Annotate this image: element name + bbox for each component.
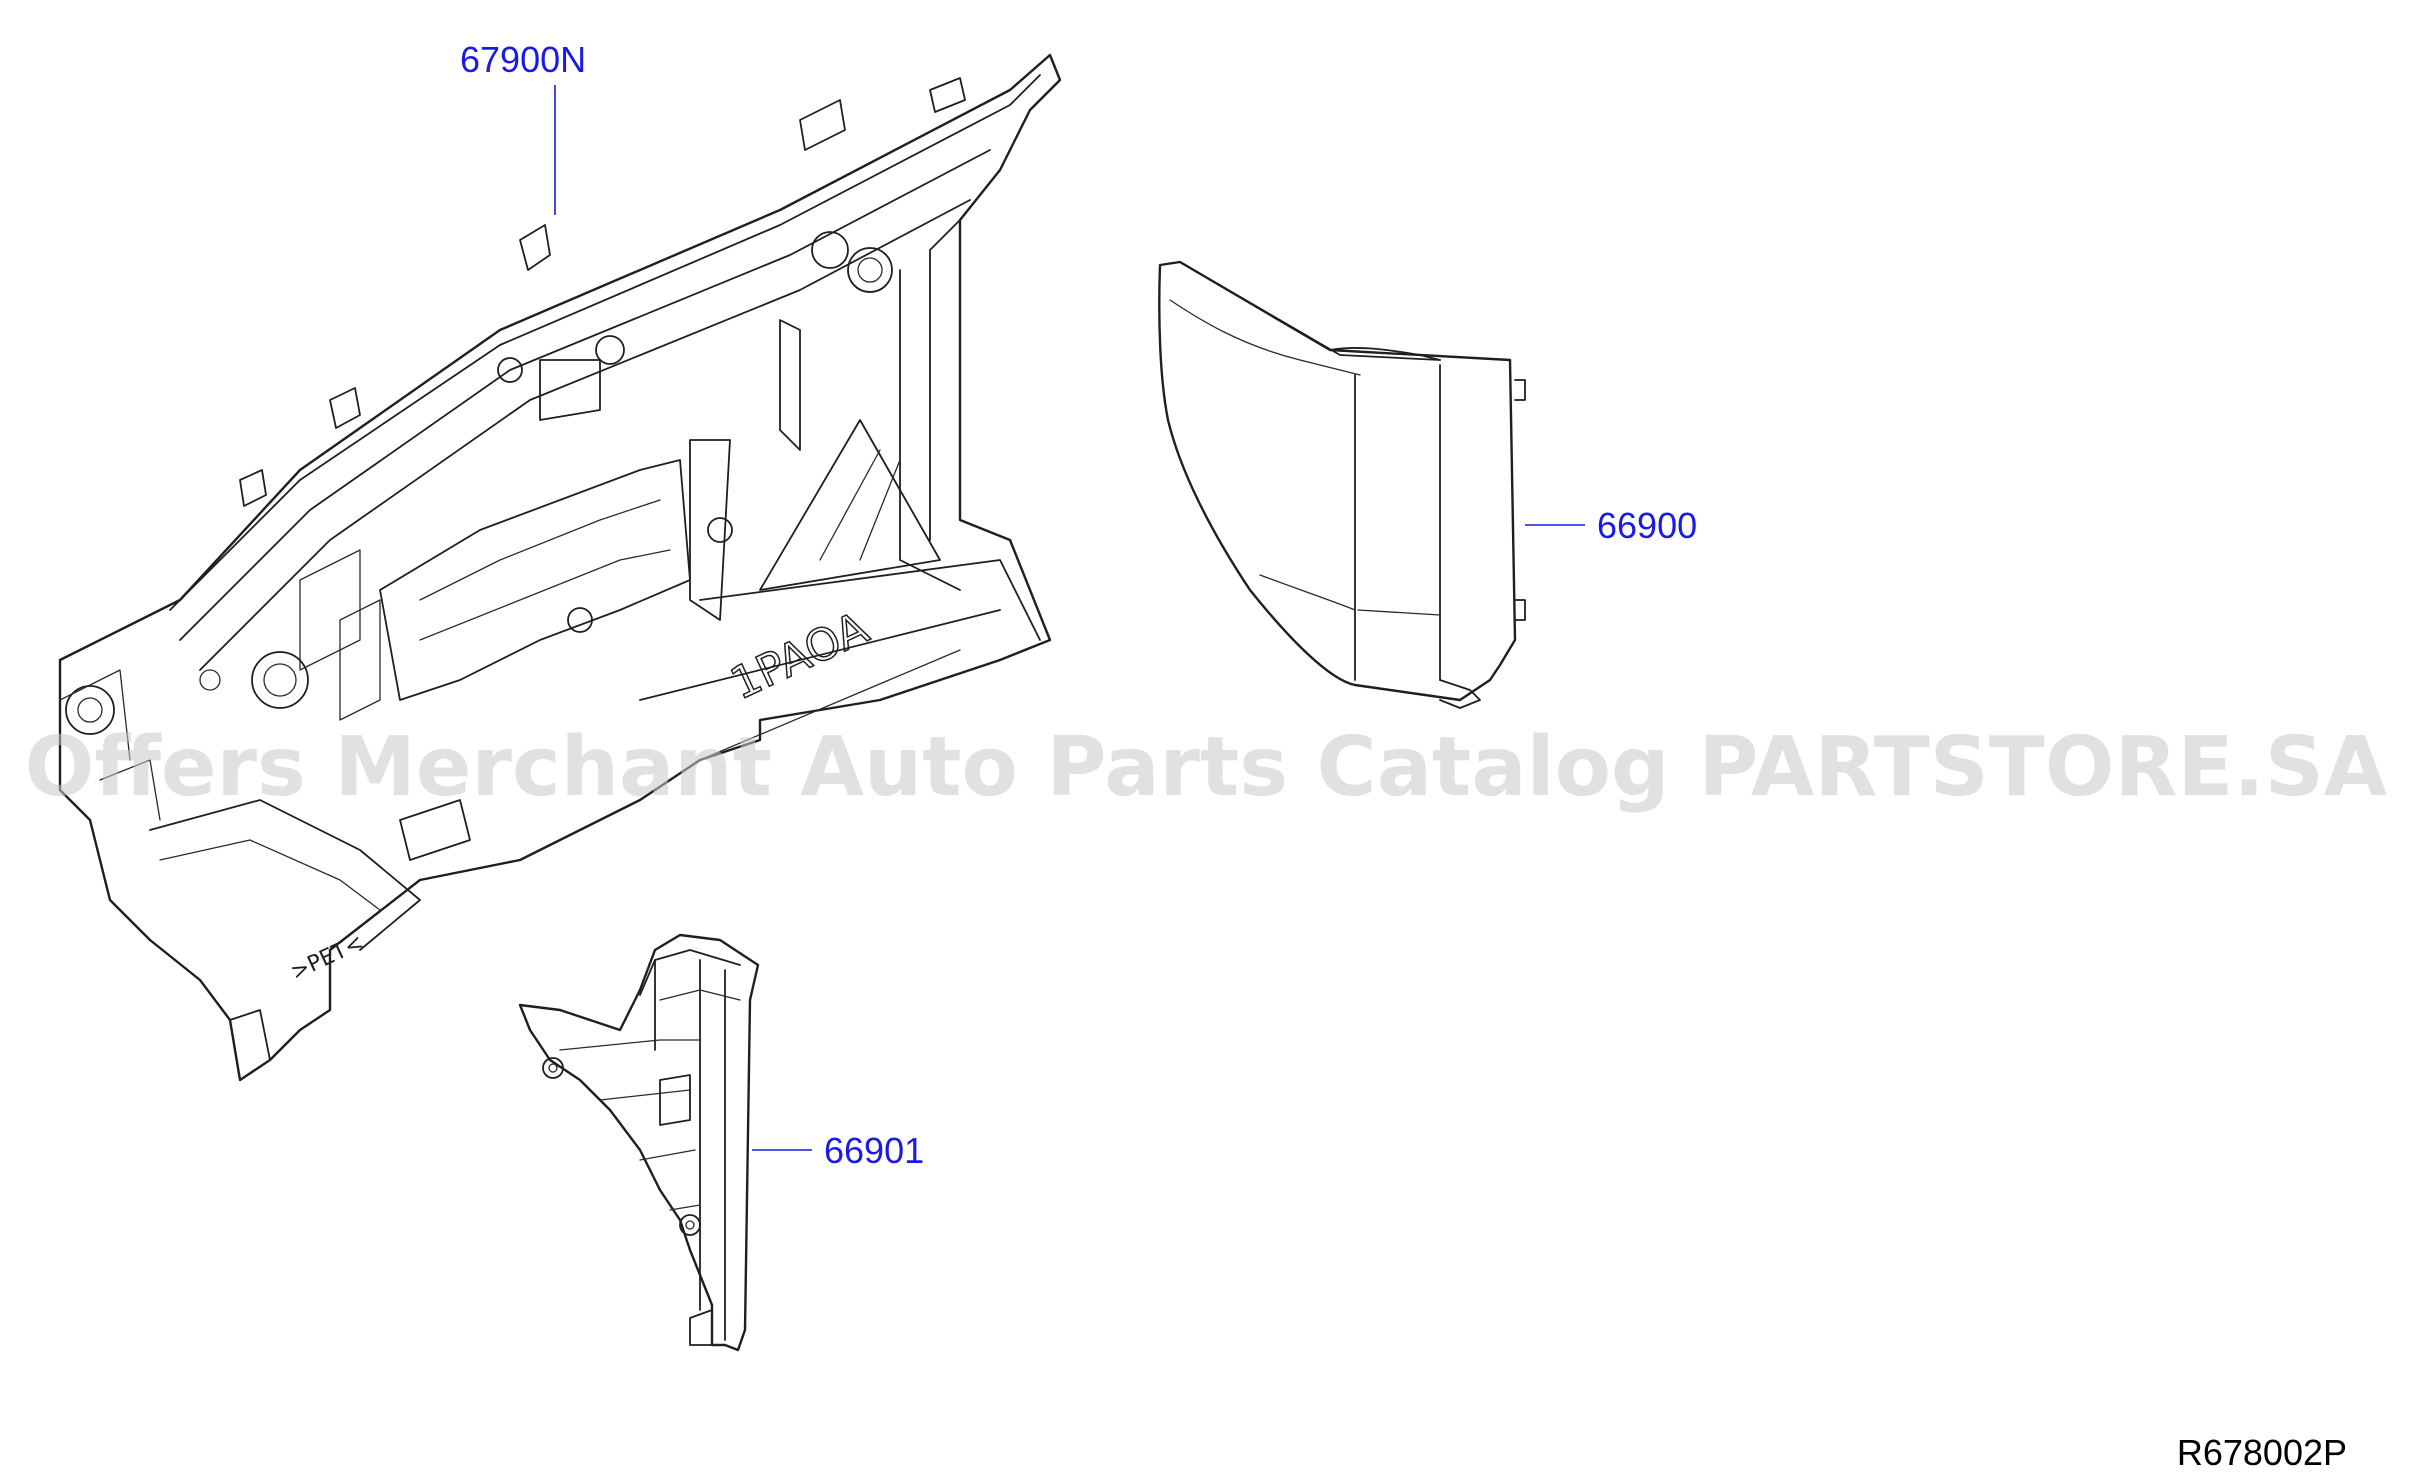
callout-66901[interactable]: 66901: [824, 1130, 924, 1171]
callout-66900[interactable]: 66900: [1597, 505, 1697, 546]
side-trim-drawing[interactable]: [1158, 260, 1526, 709]
reference-code: R678002P: [2177, 1432, 2347, 1473]
lower-bracket-drawing[interactable]: [518, 933, 760, 1352]
callout-67900n[interactable]: 67900N: [460, 39, 586, 80]
watermark: Offers Merchant Auto Parts Catalog PARTS…: [25, 720, 2388, 815]
dash-insulator-drawing[interactable]: 1PAOA >PET<: [58, 53, 1062, 1082]
